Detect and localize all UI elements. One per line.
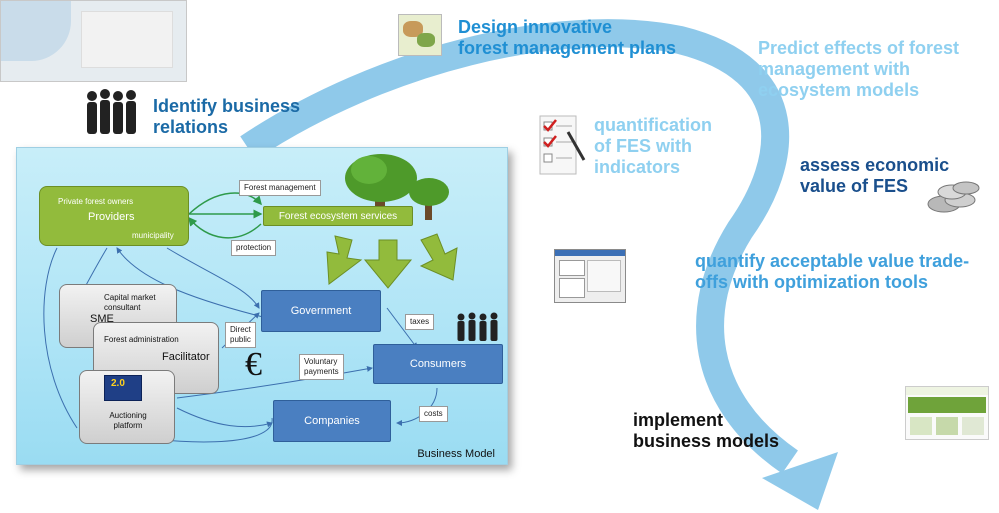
map-plan-thumbnail — [398, 14, 442, 56]
providers-box: Private forest owners Providers municipa… — [39, 186, 189, 246]
consumers-box: Consumers — [373, 344, 503, 384]
step-implement-business-models: implement business models — [633, 410, 780, 451]
providers-name: Providers — [88, 211, 135, 223]
business-model-title: Business Model — [417, 448, 495, 460]
auctioning-platform-box: 2.0 Auctioning platform — [79, 370, 175, 444]
step-design-plans: Design innovative forest management plan… — [458, 17, 677, 58]
step-predict-effects: Predict effects of forest management wit… — [758, 38, 960, 100]
step-quantification-fes: quantification of FES with indicators — [594, 115, 712, 177]
consumers-label: Consumers — [409, 358, 467, 370]
optimization-tool-thumbnail — [554, 249, 626, 303]
forest-ecosystem-services-box: Forest ecosystem services — [263, 206, 413, 226]
protection-label: protection — [231, 240, 277, 256]
taxes-label: taxes — [405, 314, 435, 330]
forest-management-label: Forest management — [239, 180, 321, 196]
step-identify-business-relations: Identify business relations — [153, 96, 301, 137]
business-model-panel: Private forest owners Providers municipa… — [16, 147, 508, 465]
companies-box: Companies — [273, 400, 391, 442]
sme-heading: Capital market consultant — [104, 293, 156, 312]
facilitator-heading: Forest administration — [104, 335, 179, 344]
government-box: Government — [261, 290, 381, 332]
website-thumbnail — [905, 386, 989, 440]
euro-icon: € — [245, 346, 262, 383]
providers-heading: Private forest owners — [58, 197, 134, 206]
web20-icon: 2.0 — [104, 375, 142, 401]
costs-label: costs — [419, 406, 448, 422]
step-assess-economic-value: assess economic value of FES — [800, 155, 950, 196]
voluntary-payments-label: Voluntary payments — [299, 354, 344, 380]
direct-public-label: Direct public — [225, 322, 256, 348]
government-label: Government — [290, 305, 352, 317]
consumers-silhouette-icon — [457, 312, 498, 341]
map-thumbnail — [0, 0, 187, 82]
step-quantify-tradeoffs: quantify acceptable value trade- offs wi… — [695, 251, 970, 292]
web20-badge: 2.0 — [111, 378, 125, 389]
facilitator-name: Facilitator — [162, 351, 210, 363]
people-silhouette-icon — [87, 89, 136, 134]
business-model-connectors — [43, 192, 458, 443]
checklist-icon — [539, 115, 586, 175]
coins-icon — [927, 181, 980, 213]
auction-name: Auctioning platform — [109, 411, 147, 430]
fes-label: Forest ecosystem services — [278, 210, 398, 222]
companies-label: Companies — [304, 415, 360, 427]
providers-sub: municipality — [132, 231, 174, 240]
